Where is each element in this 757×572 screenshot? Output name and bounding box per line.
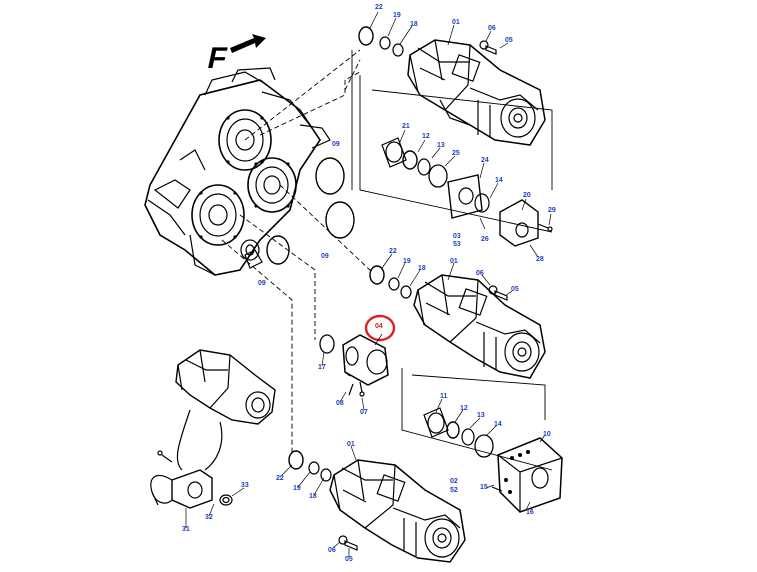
callout-16[interactable]: 16 xyxy=(526,509,534,516)
callout-19-c[interactable]: 19 xyxy=(293,485,301,492)
callout-03[interactable]: 03 xyxy=(453,233,461,240)
callout-09[interactable]: 09 xyxy=(332,141,340,148)
callout-18[interactable]: 18 xyxy=(410,21,418,28)
callout-01-c[interactable]: 01 xyxy=(347,441,355,448)
callout-52[interactable]: 52 xyxy=(450,487,458,494)
callout-09-b[interactable]: 09 xyxy=(321,253,329,260)
group-frames xyxy=(351,50,553,471)
callout-13[interactable]: 13 xyxy=(437,142,445,149)
callout-09-c[interactable]: 09 xyxy=(258,280,266,287)
callout-28[interactable]: 28 xyxy=(536,256,544,263)
callout-10[interactable]: 10 xyxy=(543,431,551,438)
gearbox-housing xyxy=(144,67,331,276)
control-valve-10 xyxy=(491,437,563,513)
callout-18-b[interactable]: 18 xyxy=(418,265,426,272)
gear-pump-04 xyxy=(319,314,396,397)
callout-13-b[interactable]: 13 xyxy=(477,412,485,419)
callout-14[interactable]: 14 xyxy=(495,177,503,184)
callout-53[interactable]: 53 xyxy=(453,241,461,248)
callout-29[interactable]: 29 xyxy=(548,207,556,214)
callout-05-c[interactable]: 05 xyxy=(345,556,353,563)
callout-33[interactable]: 33 xyxy=(241,482,249,489)
callout-15[interactable]: 15 xyxy=(480,484,488,491)
pump-assembly-middle xyxy=(413,274,546,379)
callout-08[interactable]: 08 xyxy=(336,400,344,407)
callout-06[interactable]: 06 xyxy=(488,25,496,32)
callout-22-c[interactable]: 22 xyxy=(276,475,284,482)
callout-07[interactable]: 07 xyxy=(360,409,368,416)
shaft-kit-lower xyxy=(423,407,494,458)
callout-17[interactable]: 17 xyxy=(318,364,326,371)
pump-assembly-bottom xyxy=(288,450,466,563)
callout-06-b[interactable]: 06 xyxy=(476,270,484,277)
callout-26[interactable]: 26 xyxy=(481,236,489,243)
callout-leaders xyxy=(185,11,552,557)
callout-31[interactable]: 31 xyxy=(182,526,190,533)
callout-02[interactable]: 02 xyxy=(450,478,458,485)
valve-block-top xyxy=(447,174,553,247)
shaft-kit-top xyxy=(381,137,448,188)
callout-05-b[interactable]: 05 xyxy=(511,286,519,293)
callout-14-b[interactable]: 14 xyxy=(494,421,502,428)
callout-04-highlighted[interactable]: 04 xyxy=(375,323,383,330)
callout-19[interactable]: 19 xyxy=(393,12,401,19)
o-ring-set-09 xyxy=(266,157,355,265)
callout-11[interactable]: 11 xyxy=(440,393,448,400)
callout-05[interactable]: 05 xyxy=(505,37,513,44)
callout-18-c[interactable]: 18 xyxy=(309,493,317,500)
seal-set-middle xyxy=(369,265,412,299)
callout-22-b[interactable]: 22 xyxy=(389,248,397,255)
callout-06-c[interactable]: 06 xyxy=(328,547,336,554)
callout-12-b[interactable]: 12 xyxy=(460,405,468,412)
front-direction-arrow-icon xyxy=(230,34,266,53)
callout-01-b[interactable]: 01 xyxy=(450,258,458,265)
callout-32[interactable]: 32 xyxy=(205,514,213,521)
callout-24[interactable]: 24 xyxy=(481,157,489,164)
inset-pump-sensor xyxy=(150,349,276,509)
callout-25[interactable]: 25 xyxy=(452,150,460,157)
callout-19-b[interactable]: 19 xyxy=(403,258,411,265)
callout-22[interactable]: 22 xyxy=(375,4,383,11)
callout-01[interactable]: 01 xyxy=(452,19,460,26)
pump-assembly-top xyxy=(358,26,546,146)
leader-lines xyxy=(221,49,373,455)
callout-21[interactable]: 21 xyxy=(402,123,410,130)
callout-12[interactable]: 12 xyxy=(422,133,430,140)
callout-20[interactable]: 20 xyxy=(523,192,531,199)
